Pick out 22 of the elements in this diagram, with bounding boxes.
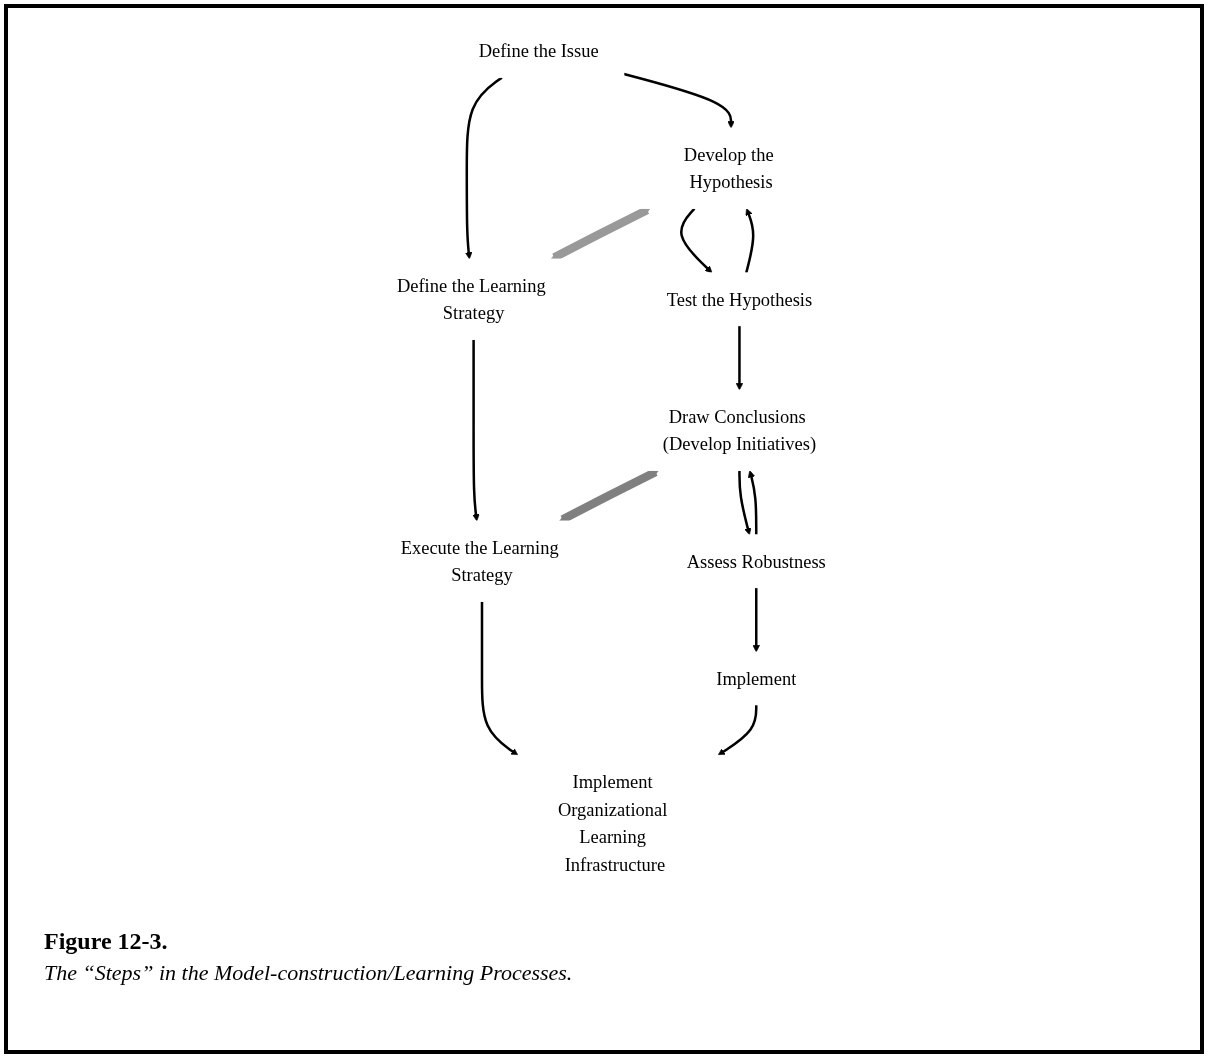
- node-text: Test the Hypothesis: [667, 288, 813, 310]
- arrow: [472, 339, 480, 522]
- arrow: [623, 72, 736, 129]
- node-text: Define the Learning Strategy: [397, 274, 546, 324]
- figure-title: Figure 12-3.: [44, 928, 168, 955]
- arrow: [752, 587, 761, 653]
- node-text: Implement: [716, 667, 797, 689]
- arrow: [680, 207, 713, 274]
- arrow: [718, 704, 758, 756]
- node-text: Execute the Learning Strategy: [400, 536, 559, 586]
- node-text: Assess Robustness: [686, 550, 827, 572]
- node-text: Draw Conclusions (Develop Initiatives): [663, 405, 817, 455]
- arrow: [465, 76, 503, 260]
- arrow: [736, 325, 744, 391]
- node-text: Define the Issue: [478, 40, 599, 62]
- arrow: [748, 470, 758, 535]
- node-text: Develop the Hypothesis: [684, 143, 774, 193]
- figure-caption: The “Steps” in the Model-construction/Learning Processes.: [44, 960, 573, 986]
- arrow: [738, 470, 752, 536]
- arrow: [481, 601, 519, 756]
- arrow: [745, 208, 755, 274]
- node-text: Implement Organizational Learning Infrastructure: [558, 771, 668, 876]
